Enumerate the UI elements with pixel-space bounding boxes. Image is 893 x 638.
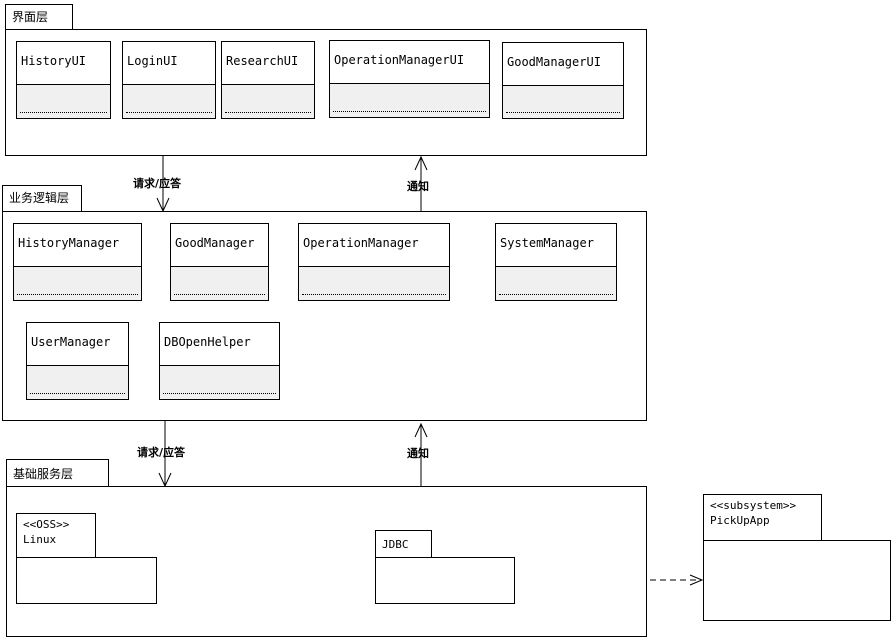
class-good-manager: GoodManager bbox=[170, 223, 269, 301]
class-attributes bbox=[222, 84, 314, 118]
class-operation-manager: OperationManager bbox=[298, 223, 450, 301]
class-attributes bbox=[496, 266, 616, 300]
class-name: HistoryUI bbox=[21, 54, 87, 68]
class-name: SystemManager bbox=[500, 236, 594, 250]
pickupapp-tab: <<subsystem>> PickUpApp bbox=[703, 494, 822, 541]
linux-name: Linux bbox=[23, 533, 57, 546]
class-attributes bbox=[123, 84, 215, 118]
class-name: OperationManager bbox=[303, 236, 419, 250]
dependency-arrowhead bbox=[689, 574, 704, 586]
class-attributes bbox=[27, 365, 128, 399]
logic-layer-title: 业务逻辑层 bbox=[9, 191, 70, 205]
class-name: GoodManagerUI bbox=[507, 55, 601, 69]
class-attributes bbox=[299, 266, 449, 300]
pickupapp-stereotype: <<subsystem>> bbox=[710, 499, 797, 512]
jdbc-name: JDBC bbox=[382, 538, 409, 551]
linux-stereotype: <<OSS>> bbox=[23, 518, 70, 531]
class-name: UserManager bbox=[31, 335, 111, 349]
class-db-open-helper: DBOpenHelper bbox=[159, 322, 280, 400]
notify-label-1: 通知 bbox=[407, 180, 429, 193]
request-label-2: 请求/应答 bbox=[137, 446, 186, 459]
request-label-1: 请求/应答 bbox=[133, 177, 182, 190]
class-history-manager: HistoryManager bbox=[13, 223, 142, 301]
class-research-ui: ResearchUI bbox=[221, 41, 315, 119]
jdbc-subsystem-body bbox=[375, 557, 515, 604]
ui-layer-title: 界面层 bbox=[12, 10, 49, 24]
class-attributes bbox=[14, 266, 141, 300]
class-name: HistoryManager bbox=[18, 236, 120, 250]
pickupapp-name: PickUpApp bbox=[710, 514, 770, 527]
class-attributes bbox=[503, 85, 623, 118]
notify-label-2: 通知 bbox=[407, 447, 429, 460]
request-arrowhead-2 bbox=[158, 472, 172, 488]
class-system-manager: SystemManager bbox=[495, 223, 617, 301]
pickupapp-body bbox=[703, 540, 891, 621]
logic-layer-tab: 业务逻辑层 bbox=[2, 185, 82, 212]
class-name: ResearchUI bbox=[226, 54, 299, 68]
request-arrowhead-1 bbox=[156, 197, 170, 213]
linux-subsystem-tab: <<OSS>> Linux bbox=[16, 513, 96, 558]
class-login-ui: LoginUI bbox=[122, 41, 216, 119]
class-user-manager: UserManager bbox=[26, 322, 129, 400]
class-name: GoodManager bbox=[175, 236, 255, 250]
class-attributes bbox=[160, 365, 279, 399]
class-good-manager-ui: GoodManagerUI bbox=[502, 42, 624, 119]
notify-arrowhead-2 bbox=[414, 422, 428, 438]
ui-layer-tab: 界面层 bbox=[5, 4, 73, 30]
class-name: DBOpenHelper bbox=[164, 335, 251, 349]
class-attributes bbox=[171, 266, 268, 300]
linux-subsystem-body bbox=[16, 557, 157, 604]
class-name: LoginUI bbox=[127, 54, 178, 68]
class-operation-manager-ui: OperationManagerUI bbox=[329, 40, 490, 118]
class-attributes bbox=[330, 83, 489, 117]
service-layer-title: 基础服务层 bbox=[13, 467, 74, 481]
service-layer-tab: 基础服务层 bbox=[6, 459, 109, 487]
class-attributes bbox=[17, 84, 110, 118]
notify-arrowhead-1 bbox=[414, 155, 428, 171]
class-history-ui: HistoryUI bbox=[16, 41, 111, 119]
class-name: OperationManagerUI bbox=[334, 53, 465, 67]
